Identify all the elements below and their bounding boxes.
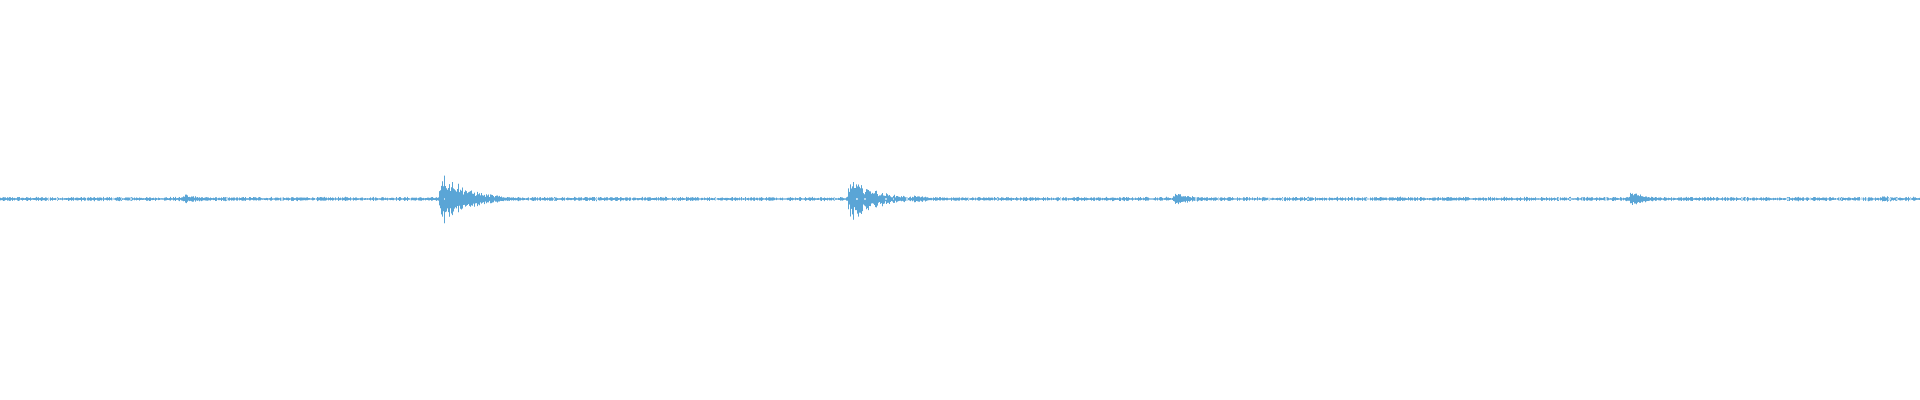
waveform-gap [121,198,122,200]
waveform-gap [1745,198,1746,200]
waveform-samples [0,175,1920,224]
waveform-gap [1366,198,1367,200]
waveform-gap [226,198,228,200]
waveform-gap [529,198,530,200]
waveform-gap [1861,198,1863,200]
waveform-gap [1268,198,1270,200]
waveform-gap [1195,198,1197,200]
waveform-gap [1787,198,1789,200]
waveform-gap [444,198,445,200]
waveform-gap [906,198,908,200]
waveform-gap [1582,198,1583,200]
waveform-gap [1569,198,1571,200]
waveform-gap [676,198,677,200]
waveform-gap [1307,198,1309,200]
waveform-gap [856,198,858,200]
waveform-gap [1282,198,1284,200]
waveform-gap [715,198,717,200]
waveform-gap [1367,198,1369,200]
waveform-gap [885,198,887,200]
waveform-gap [1605,198,1607,200]
waveform-gap [1314,198,1315,200]
waveform-gap [893,198,894,200]
waveform-gap [596,198,598,200]
waveform-gap [1741,198,1743,200]
waveform-gap [1866,198,1868,200]
waveform-gap [48,198,50,200]
waveform-gap [864,198,866,200]
waveform-gap [315,198,316,200]
waveform-gap [1353,198,1354,200]
waveform-gap [1218,198,1219,200]
waveform-gap [86,198,87,200]
waveform-gap [834,198,835,200]
waveform-gap [1809,198,1811,200]
waveform-gap [1060,198,1062,200]
waveform-gap [565,198,566,200]
waveform-gap [1558,198,1560,200]
waveform-gap [1888,198,1890,200]
waveform-gap [1369,198,1370,200]
waveform-gap [554,198,555,200]
waveform-gap [968,198,969,200]
waveform-gap [1487,198,1488,200]
waveform-gap [997,198,998,200]
waveform-gap [631,198,632,200]
waveform-gap [1896,198,1898,200]
waveform-gap [1839,198,1840,200]
waveform-gap [56,198,58,200]
waveform-gap [281,198,283,200]
waveform-gap [1836,198,1837,200]
waveform-gap [1327,198,1328,200]
waveform-gap [410,198,411,200]
waveform-gap [112,198,114,200]
waveform-gap [1786,198,1787,200]
waveform-gap [130,198,132,200]
waveform-gap [1841,198,1842,200]
waveform-gap [1910,198,1911,200]
